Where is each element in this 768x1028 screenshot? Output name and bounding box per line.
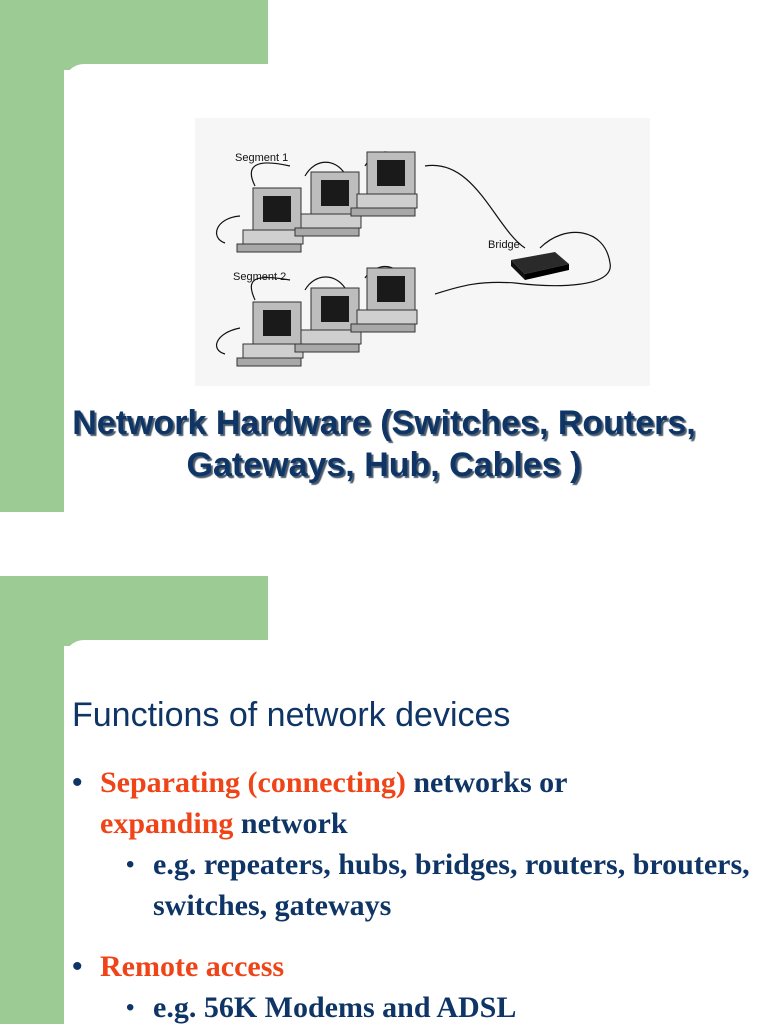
slide-title-line-1: Network Hardware (Switches, Routers, [72,404,696,442]
bullet-accent-text: expanding [100,807,234,840]
slide-side-bar [0,576,64,1024]
bullet-item: Separating (connecting) networks or expa… [72,762,752,844]
bullet-accent-text: Separating (connecting) [100,766,406,799]
sub-bullet-item: e.g. repeaters, hubs, bridges, routers, … [72,844,752,926]
sub-bullet-item: e.g. 56K Modems and ADSL [72,987,752,1028]
bullet-list: Separating (connecting) networks or expa… [72,762,752,1028]
computer-icon [236,301,304,367]
bridge-label: Bridge [488,239,520,251]
slide-2-title: Functions of network devices [72,696,511,734]
bullet-item: Remote access [72,946,752,987]
segment-2-label: Segment 2 [233,271,286,283]
computer-icon [294,287,362,353]
bullet-text: networks or [405,766,568,799]
computer-icon [294,171,362,237]
computer-icon [350,267,418,333]
bullet-text: network [233,807,348,840]
slide-1: Segment 1 Segment 2 Bridge Network Hardw… [0,0,768,512]
segment-1-label: Segment 1 [235,152,288,164]
bridge-device-icon [511,252,569,280]
slide-side-bar [0,0,64,512]
computer-icon [350,151,418,217]
bullet-accent-text: Remote access [100,950,285,983]
slide-title: Network Hardware (Switches, Routers, Gat… [0,402,768,486]
bridge-network-diagram: Segment 1 Segment 2 Bridge [195,118,650,386]
computer-icon [236,187,304,253]
slide-title-line-2: Gateways, Hub, Cables ) [186,446,582,484]
